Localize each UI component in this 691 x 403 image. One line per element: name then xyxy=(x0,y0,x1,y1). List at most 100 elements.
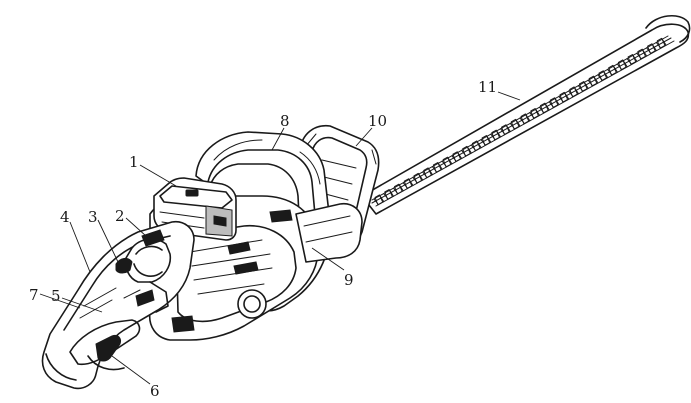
blade-tooth-lower xyxy=(491,129,502,141)
rear-handle-dark-rim xyxy=(135,289,155,307)
blade-tooth-lower xyxy=(403,178,414,190)
blade-tooth-lower xyxy=(510,118,521,130)
blade-tooth-upper xyxy=(490,130,500,141)
blade-tooth-upper xyxy=(655,38,666,49)
callout-11: 11 xyxy=(478,78,497,96)
blade-tooth-upper xyxy=(645,43,656,54)
rear-handle-end-cap xyxy=(45,353,77,381)
blade-tooth-lower xyxy=(569,86,579,98)
rear-handle-detail xyxy=(79,287,141,319)
blade-tooth-upper xyxy=(519,114,530,125)
callout-labels: 1 2 3 4 5 6 7 8 9 10 11 xyxy=(29,78,497,400)
blade-tooth-lower xyxy=(627,54,638,66)
callout-7: 7 xyxy=(29,286,39,304)
rotation-collar-ring xyxy=(133,245,163,277)
blade-tooth-lower xyxy=(471,140,482,152)
blade-tooth-lower xyxy=(540,102,550,114)
leader-7 xyxy=(39,293,81,309)
callout-8: 8 xyxy=(280,112,290,130)
leader-5 xyxy=(61,297,103,313)
battery-latch xyxy=(213,215,227,227)
blade-tooth-lower xyxy=(520,113,531,125)
blade-tooth-upper xyxy=(577,81,588,92)
trigger xyxy=(95,335,121,362)
blade-tooth-lower xyxy=(413,172,424,184)
housing-boss-inner xyxy=(243,295,261,313)
blade-tooth-upper xyxy=(373,195,384,206)
blade-tooth-upper xyxy=(499,124,510,135)
housing-vent-dark-1 xyxy=(227,241,251,255)
blade-tooth-lower xyxy=(588,75,599,87)
blade-tooth-upper xyxy=(402,178,413,189)
blade-tooth-lower xyxy=(501,124,511,136)
rotation-button xyxy=(141,229,165,247)
housing-boss xyxy=(237,289,267,319)
blade-tooth-lower xyxy=(598,70,609,82)
blade-teeth-upper xyxy=(373,38,666,206)
housing-dark-accent-1 xyxy=(171,315,195,333)
housing-neck-detail xyxy=(303,215,353,243)
battery-indicator xyxy=(185,189,199,197)
blade-tooth-upper xyxy=(392,184,403,195)
blade-tooth-lower xyxy=(374,194,385,206)
blade-tooth-upper xyxy=(461,146,471,157)
callout-2: 2 xyxy=(115,207,125,225)
callout-10: 10 xyxy=(368,112,387,130)
front-handle-grip-line xyxy=(213,139,321,185)
leader-1 xyxy=(139,164,177,187)
leader-4 xyxy=(69,221,91,273)
blade-tooth-lower xyxy=(384,189,395,201)
leader-10 xyxy=(355,127,373,147)
housing-vent-dark-2 xyxy=(233,261,259,275)
blade-tooth-upper xyxy=(431,162,442,173)
blade-tooth-upper xyxy=(509,119,520,130)
blade-teeth-lower xyxy=(374,37,667,206)
blade-tooth-lower xyxy=(462,145,472,157)
housing-side-panel xyxy=(175,224,297,323)
blade-tooth-upper xyxy=(451,151,462,162)
callout-9: 9 xyxy=(344,271,354,289)
blade-tip-loop xyxy=(645,15,691,43)
housing-dark-accent-2 xyxy=(269,209,293,223)
leader-2 xyxy=(125,217,147,237)
blade-tooth-lower xyxy=(530,108,541,120)
callout-3: 3 xyxy=(88,208,98,226)
callout-5: 5 xyxy=(51,287,61,305)
blade-tooth-upper xyxy=(441,157,452,168)
leader-9 xyxy=(311,247,345,271)
blade-tooth-upper xyxy=(587,76,598,87)
leader-11 xyxy=(497,91,521,101)
rear-handle-bracket xyxy=(149,281,169,313)
lock-off-button xyxy=(115,257,133,274)
blade-tooth-lower xyxy=(481,135,492,147)
callout-4: 4 xyxy=(60,208,70,226)
blade-tooth-lower xyxy=(578,81,589,93)
blade-tooth-lower xyxy=(432,162,443,174)
blade-tooth-lower xyxy=(423,167,433,179)
blade-tooth-lower xyxy=(559,91,570,103)
blade-tooth-lower xyxy=(647,43,657,55)
blade-assembly xyxy=(361,15,691,215)
blade-bar xyxy=(361,23,690,215)
housing-neck xyxy=(295,202,363,263)
blade-tooth-upper xyxy=(548,97,559,108)
leader-8 xyxy=(271,127,285,151)
callout-1: 1 xyxy=(129,153,139,171)
blade-tooth-upper xyxy=(470,141,481,152)
callout-leaders xyxy=(39,91,521,385)
blade-tooth-upper xyxy=(422,168,432,179)
hand-guard-rib xyxy=(317,159,357,215)
blade-tooth-lower xyxy=(452,151,463,163)
blade-tooth-upper xyxy=(607,65,617,76)
blade-tooth-lower xyxy=(637,48,648,60)
blade-tooth-lower xyxy=(549,97,560,109)
leader-3 xyxy=(97,219,119,263)
leader-6 xyxy=(111,355,151,385)
battery-top xyxy=(159,185,233,209)
blade-tooth-upper xyxy=(383,189,393,200)
blade-tooth-lower xyxy=(394,183,404,195)
rear-handle xyxy=(41,220,195,390)
housing-vent-line xyxy=(189,239,273,295)
blade-tooth-upper xyxy=(636,49,646,60)
blade-tooth-upper xyxy=(480,135,491,146)
